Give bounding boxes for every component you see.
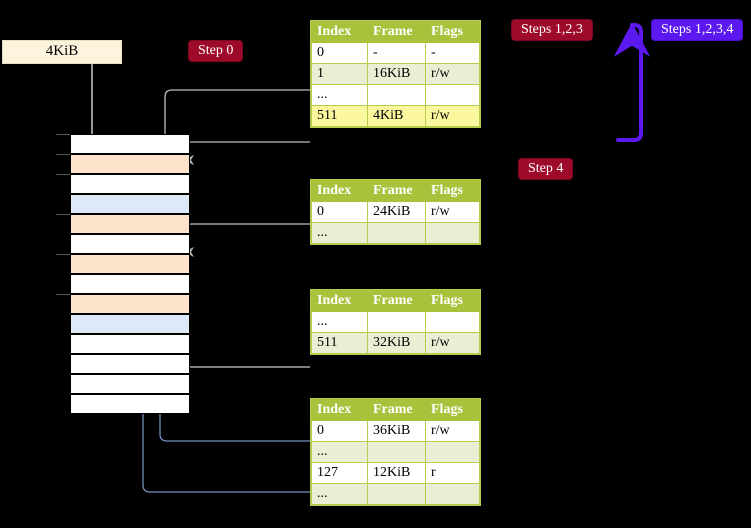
memory-row-tick (56, 174, 70, 175)
cell-flags (425, 441, 480, 463)
badge-step-4: Step 4 (519, 159, 573, 179)
badge-steps-1234: Steps 1,2,3,4 (652, 20, 743, 40)
cell-flags: r/w (425, 420, 480, 442)
memory-row (70, 334, 190, 354)
cell-frame: 36KiB (367, 420, 426, 442)
table-row: ... (311, 311, 480, 333)
memory-row (70, 374, 190, 394)
table-row: ... (311, 222, 480, 244)
table-row: ... (311, 441, 480, 463)
memory-row-tick (56, 254, 70, 255)
column-header-index: Index (311, 21, 368, 43)
badge-step-0: Step 0 (189, 41, 243, 61)
memory-row (70, 134, 190, 154)
memory-column (56, 134, 190, 415)
cell-index: 511 (311, 105, 368, 127)
memory-row (70, 294, 190, 314)
cell-frame (367, 441, 426, 463)
cell-index: 0 (311, 201, 368, 223)
table-row: 0-- (311, 42, 480, 64)
connector-t3r511-to-mem (175, 306, 310, 368)
cell-flags: r/w (425, 201, 480, 223)
memory-row (70, 194, 190, 214)
cell-index: 511 (311, 332, 368, 354)
memory-row-tick (56, 134, 70, 135)
cell-flags: r/w (425, 105, 480, 127)
memory-row (70, 214, 190, 234)
column-header-frame: Frame (367, 290, 426, 312)
memory-row (70, 154, 190, 174)
cell-index: ... (311, 311, 368, 333)
cell-index: 1 (311, 63, 368, 85)
memory-row (70, 354, 190, 374)
cell-index: 0 (311, 420, 368, 442)
column-header-frame: Frame (367, 180, 426, 202)
cell-frame: - (367, 42, 426, 64)
cell-flags (425, 222, 480, 244)
cell-flags (425, 84, 480, 106)
column-header-index: Index (311, 399, 368, 421)
column-header-flags: Flags (425, 180, 480, 202)
column-header-flags: Flags (425, 290, 480, 312)
memory-row (70, 314, 190, 334)
column-header-frame: Frame (367, 399, 426, 421)
table-row: ... (311, 84, 480, 106)
cell-frame: 4KiB (367, 105, 426, 127)
cell-flags: r (425, 462, 480, 484)
cell-frame (367, 222, 426, 244)
column-header-index: Index (311, 180, 368, 202)
steps-bracket-arrow (613, 22, 651, 142)
memory-row-tick (56, 294, 70, 295)
cell-frame: 12KiB (367, 462, 426, 484)
column-header-flags: Flags (425, 399, 480, 421)
memory-row (70, 394, 190, 414)
column-header-index: Index (311, 290, 368, 312)
column-header-flags: Flags (425, 21, 480, 43)
cell-index: ... (311, 84, 368, 106)
cell-flags: - (425, 42, 480, 64)
source-frame-box: 4KiB (2, 40, 122, 64)
cell-index: ... (311, 483, 368, 505)
cell-frame: 16KiB (367, 63, 426, 85)
connector-t2r0-to-mem (184, 223, 310, 258)
memory-row (70, 274, 190, 294)
cell-index: ... (311, 222, 368, 244)
cell-index: 0 (311, 42, 368, 64)
connector-t1r511-to-mem (184, 141, 310, 166)
memory-row (70, 174, 190, 194)
cell-frame (367, 483, 426, 505)
memory-row (70, 234, 190, 254)
cell-flags: r/w (425, 63, 480, 85)
cell-frame (367, 84, 426, 106)
cell-flags: r/w (425, 332, 480, 354)
memory-row-tick (56, 154, 70, 155)
badge-steps-123: Steps 1,2,3 (512, 20, 592, 40)
cell-frame: 32KiB (367, 332, 426, 354)
memory-row-tick (56, 214, 70, 215)
cell-index: 127 (311, 462, 368, 484)
column-header-frame: Frame (367, 21, 426, 43)
cell-frame: 24KiB (367, 201, 426, 223)
cell-frame (367, 311, 426, 333)
memory-row (70, 254, 190, 274)
cell-flags (425, 483, 480, 505)
source-frame-label: 4KiB (45, 43, 79, 59)
table-row: ... (311, 483, 480, 505)
cell-flags (425, 311, 480, 333)
cell-index: ... (311, 441, 368, 463)
